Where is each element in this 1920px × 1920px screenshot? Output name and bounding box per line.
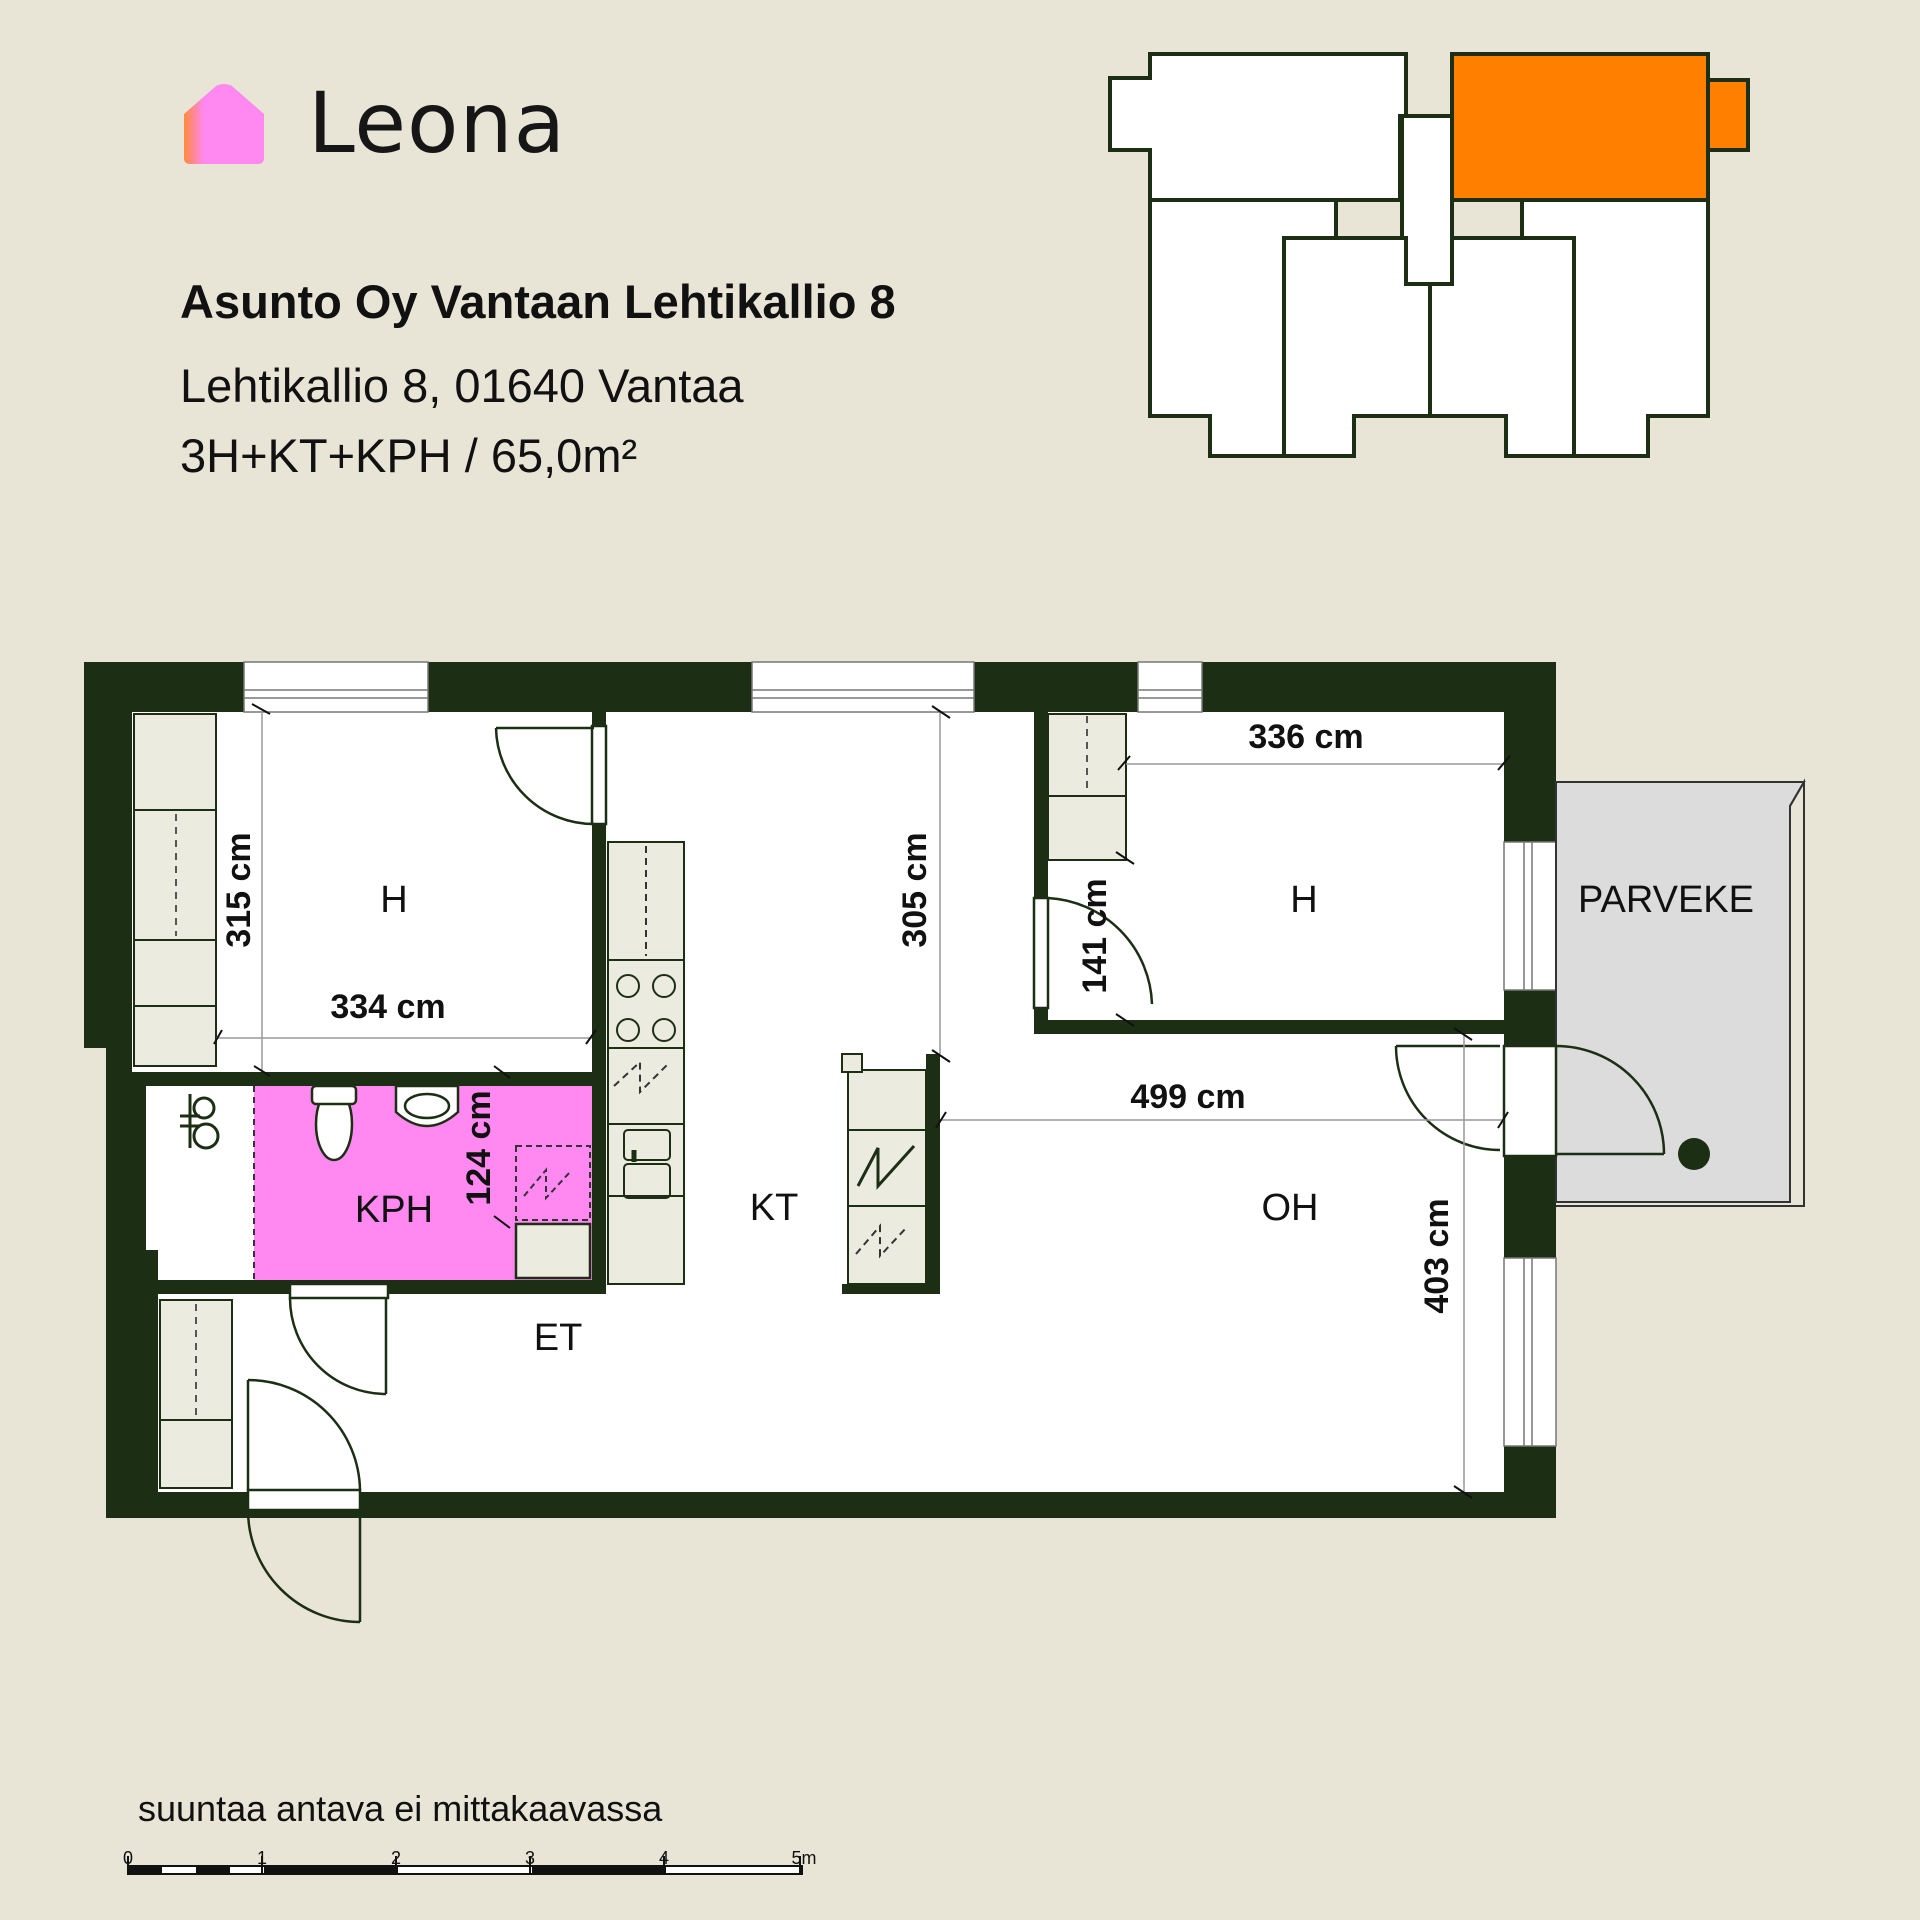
stove-burner-icon xyxy=(652,1018,676,1042)
apartment-floor xyxy=(132,712,1504,1492)
dimension-label: 403 cm xyxy=(1418,1198,1456,1313)
window xyxy=(1503,1257,1557,1447)
brand-logo: Leona xyxy=(180,74,566,172)
scale-bar: 0 1 2 3 4 5m xyxy=(123,1848,817,1875)
window xyxy=(1137,661,1203,713)
dimension-label: 334 cm xyxy=(330,988,445,1026)
dimension-label: 336 cm xyxy=(1248,718,1363,756)
room-label-balcony: PARVEKE xyxy=(1578,879,1754,921)
door-swing xyxy=(494,727,595,826)
house-logo-icon xyxy=(184,84,264,164)
room-label-kitchen: KT xyxy=(750,1187,799,1229)
scale-label: 3 xyxy=(525,1848,535,1868)
dimension-label: 141 cm xyxy=(1076,878,1114,993)
window xyxy=(751,661,975,713)
dimension-label: 305 cm xyxy=(896,832,934,947)
door-swing xyxy=(1555,1044,1666,1155)
window xyxy=(1503,841,1557,991)
apartment-type: 3H+KT+KPH / 65,0m² xyxy=(180,429,638,482)
project-title: Asunto Oy Vantaan Lehtikallio 8 xyxy=(180,275,896,328)
door-swing xyxy=(1047,896,1154,1005)
dimension-label: 499 cm xyxy=(1130,1078,1245,1116)
stove-burner-icon xyxy=(616,974,640,998)
door-leaf[interactable] xyxy=(288,1282,390,1300)
stove-burner-icon xyxy=(616,1018,640,1042)
dimension-label: 124 cm xyxy=(460,1090,498,1205)
scale-label: 1 xyxy=(257,1848,267,1868)
door-swing xyxy=(247,1378,362,1491)
window xyxy=(243,661,429,713)
scale-label: 2 xyxy=(391,1848,401,1868)
scale-label: 4 xyxy=(659,1848,669,1868)
room-label-entrance: ET xyxy=(534,1317,583,1359)
cleaning-cabinet-icon xyxy=(180,1094,220,1150)
room-label-bedroom-right: H xyxy=(1290,879,1317,921)
disclaimer-note: suuntaa antava ei mittakaavassa xyxy=(138,1788,663,1829)
wardrobe xyxy=(133,713,217,1067)
door-leaf[interactable] xyxy=(1032,896,1050,1010)
address: Lehtikallio 8, 01640 Vantaa xyxy=(180,359,744,412)
drain-icon xyxy=(1678,1138,1710,1170)
shower-area xyxy=(515,1145,591,1221)
kitchen-sink-icon xyxy=(623,1129,671,1161)
stove-burner-icon xyxy=(652,974,676,998)
door-swing xyxy=(288,1297,387,1396)
room-label-bathroom: KPH xyxy=(355,1189,433,1231)
entrance-door-leaf[interactable] xyxy=(246,1488,362,1512)
balcony xyxy=(1555,781,1806,1203)
room-label-living-room: OH xyxy=(1262,1187,1319,1229)
balcony-door-leaf[interactable] xyxy=(1502,1044,1558,1158)
door-swing xyxy=(246,1509,361,1624)
wardrobe xyxy=(159,1299,233,1489)
kitchen-counter xyxy=(607,841,685,1285)
brand-name: Leona xyxy=(308,74,567,172)
door-leaf[interactable] xyxy=(590,724,608,826)
scale-label: 5m xyxy=(791,1848,816,1868)
scale-label: 0 xyxy=(123,1848,133,1868)
washing-machine-icon xyxy=(514,1222,592,1280)
room-label-bedroom-left: H xyxy=(380,879,407,921)
dimension-label: 315 cm xyxy=(220,832,258,947)
